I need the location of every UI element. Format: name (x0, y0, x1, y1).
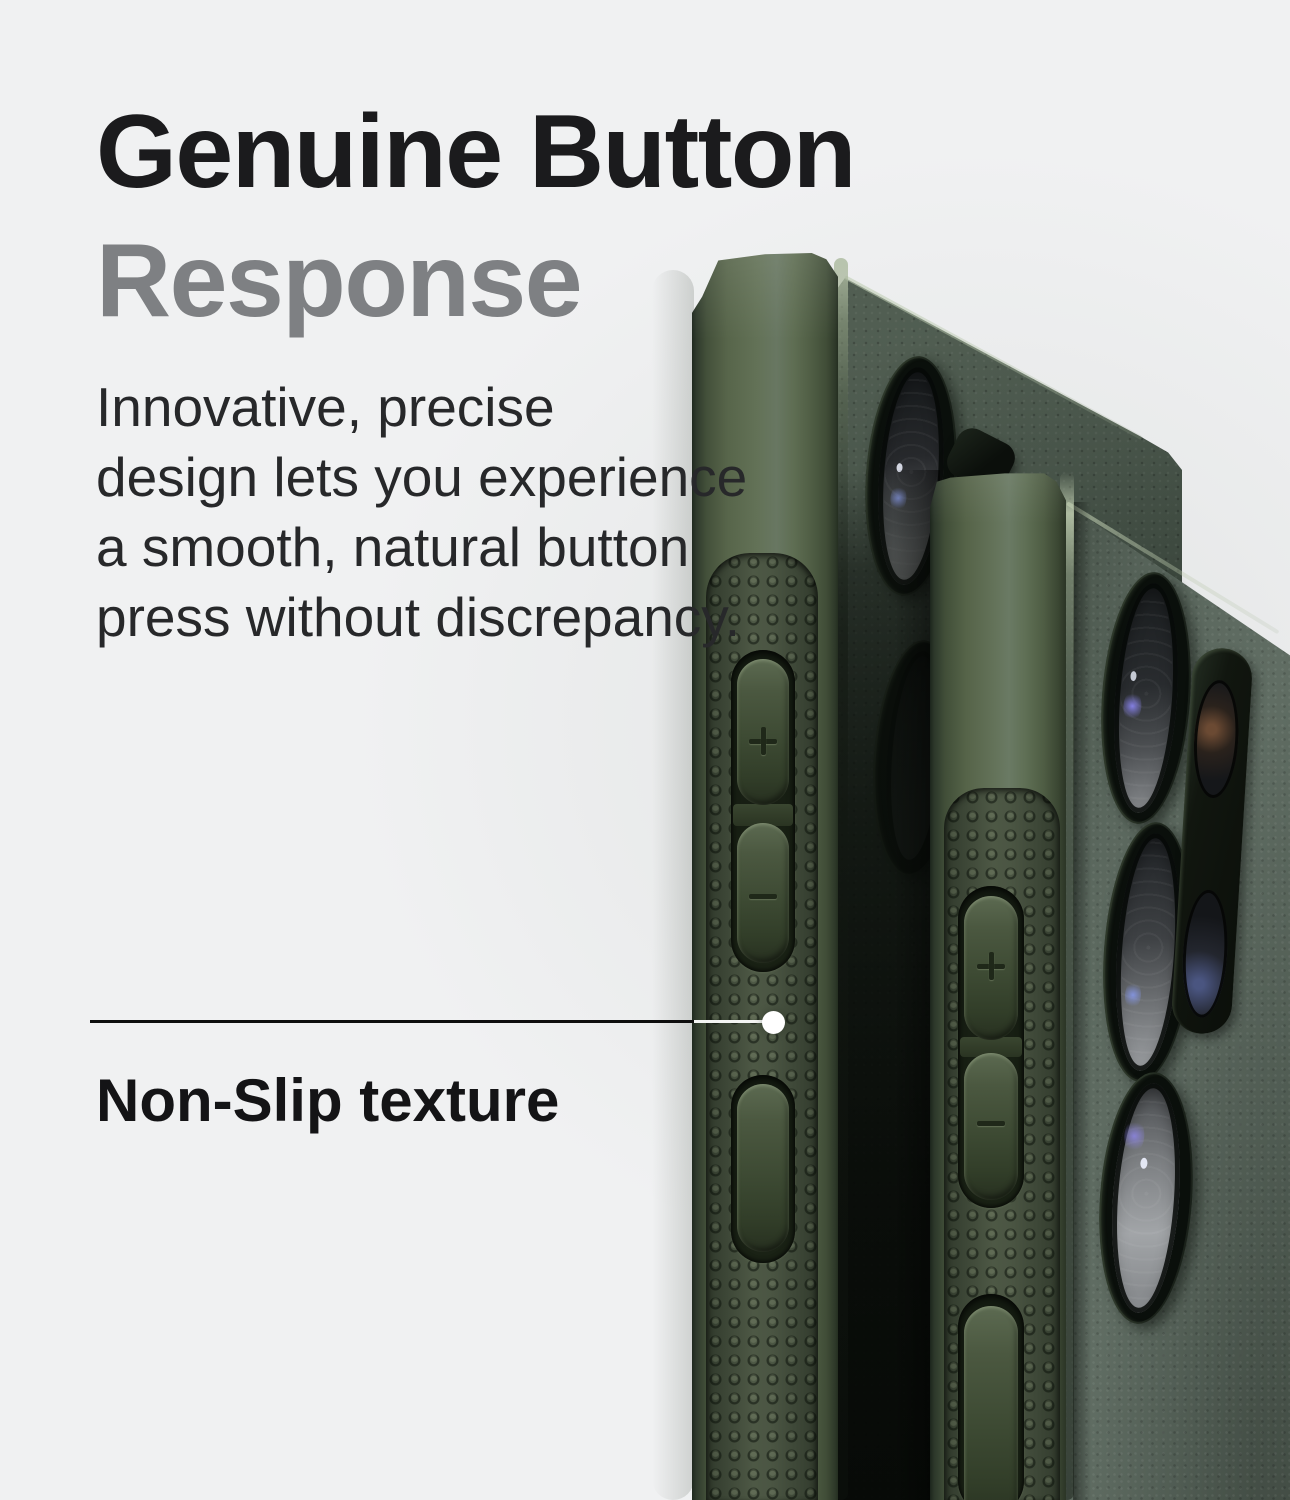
lens-rings (1111, 1088, 1181, 1308)
rear-case-shadow-gap (836, 470, 940, 1500)
lens-rings (1115, 838, 1181, 1066)
front-volume-down-button (964, 1053, 1018, 1200)
minus-mark-icon (749, 882, 777, 910)
rear-volume-connector (733, 804, 793, 826)
small-lens-upper (1190, 678, 1242, 800)
headline-line-2: Response (96, 223, 583, 339)
callout-label: Non-Slip texture (96, 1067, 560, 1134)
small-lens-lower (1179, 888, 1231, 1020)
headline: Genuine Button Response (96, 88, 1196, 346)
lens-rings (1113, 588, 1179, 808)
minus-mark-icon (977, 1109, 1005, 1137)
front-volume-connector (960, 1037, 1022, 1057)
front-volume-up-button (964, 896, 1018, 1040)
plus-mark-icon (749, 727, 777, 755)
front-case-rim-crease (1073, 502, 1091, 1500)
description-line: Innovative, precise (96, 376, 555, 438)
description-line: design lets you experience (96, 446, 748, 508)
rear-volume-down-button (737, 823, 789, 963)
description-line: press without discrepancy. (96, 586, 740, 648)
callout-dot (762, 1011, 785, 1034)
rear-volume-up-button (737, 659, 789, 805)
plus-mark-icon (977, 952, 1005, 980)
case-contact-shadow (652, 270, 694, 1500)
front-power-button (964, 1306, 1018, 1500)
callout-line-on-case (694, 1020, 764, 1023)
description-line: a smooth, natural button (96, 516, 690, 578)
rear-power-button (737, 1084, 789, 1252)
description-paragraph: Innovative, precise design lets you expe… (96, 372, 856, 652)
headline-line-1: Genuine Button (96, 94, 856, 210)
callout-line (90, 1020, 694, 1023)
